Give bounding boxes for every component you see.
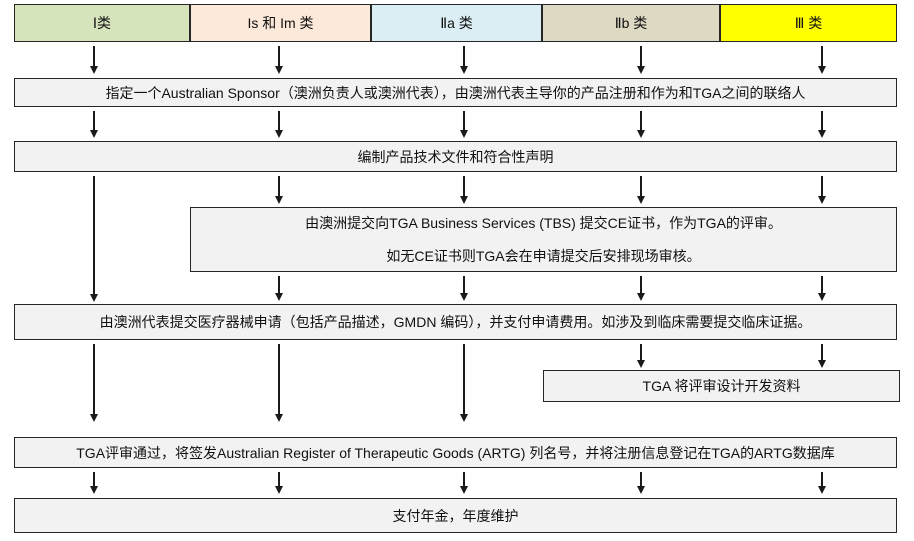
flow-arrow bbox=[463, 176, 465, 196]
flow-arrow bbox=[640, 276, 642, 293]
flow-arrow-class-I-bypass bbox=[93, 176, 95, 294]
flow-arrow bbox=[821, 344, 823, 360]
flow-arrow bbox=[640, 46, 642, 66]
flow-arrow bbox=[640, 176, 642, 196]
flow-arrow bbox=[93, 472, 95, 486]
class-box-I: Ⅰ类 bbox=[14, 4, 190, 42]
flow-arrow bbox=[640, 472, 642, 486]
step-design-review-text: TGA 将评审设计开发资料 bbox=[642, 378, 801, 394]
flow-arrow bbox=[278, 176, 280, 196]
flow-arrow bbox=[640, 111, 642, 130]
flow-arrow bbox=[93, 344, 95, 414]
class-box-III: Ⅲ 类 bbox=[720, 4, 897, 42]
flow-arrow bbox=[821, 176, 823, 196]
step-artg-listing-text: TGA评审通过，将签发Australian Register of Therap… bbox=[76, 444, 835, 461]
step-tech-docs: 编制产品技术文件和符合性声明 bbox=[14, 141, 897, 172]
flow-arrow bbox=[93, 46, 95, 66]
step-annual-fee-text: 支付年金，年度维护 bbox=[392, 507, 519, 524]
flow-arrow bbox=[821, 111, 823, 130]
class-box-IIb: Ⅱb 类 bbox=[542, 4, 720, 42]
step-application: 由澳洲代表提交医疗器械申请（包括产品描述，GMDN 编码），并支付申请费用。如涉… bbox=[14, 304, 897, 340]
flow-arrow bbox=[93, 111, 95, 130]
class-box-IIa: Ⅱa 类 bbox=[371, 4, 542, 42]
class-box-Is-Im: Is 和 Im 类 bbox=[190, 4, 371, 42]
flow-arrow bbox=[278, 111, 280, 130]
flow-arrow bbox=[821, 472, 823, 486]
step-artg-listing: TGA评审通过，将签发Australian Register of Therap… bbox=[14, 437, 897, 468]
step-tbs-line2: 如无CE证书则TGA会在申请提交后安排现场审核。 bbox=[386, 248, 701, 264]
step-tbs-submission: 由澳洲提交向TGA Business Services (TBS) 提交CE证书… bbox=[190, 207, 897, 272]
flow-arrow bbox=[640, 344, 642, 360]
step-sponsor: 指定一个Australian Sponsor（澳洲负责人或澳洲代表），由澳洲代表… bbox=[14, 78, 897, 107]
flow-arrow bbox=[463, 472, 465, 486]
flow-arrow bbox=[463, 276, 465, 293]
step-sponsor-text: 指定一个Australian Sponsor（澳洲负责人或澳洲代表），由澳洲代表… bbox=[105, 84, 806, 101]
flow-arrow bbox=[278, 46, 280, 66]
step-annual-fee: 支付年金，年度维护 bbox=[14, 498, 897, 533]
flow-arrow bbox=[463, 46, 465, 66]
flow-arrow bbox=[463, 344, 465, 414]
flow-arrow bbox=[278, 344, 280, 414]
flow-arrow bbox=[821, 46, 823, 66]
flow-arrow bbox=[278, 276, 280, 293]
flow-arrow bbox=[278, 472, 280, 486]
step-tbs-line1: 由澳洲提交向TGA Business Services (TBS) 提交CE证书… bbox=[305, 215, 782, 231]
step-design-review: TGA 将评审设计开发资料 bbox=[543, 370, 900, 402]
step-application-text: 由澳洲代表提交医疗器械申请（包括产品描述，GMDN 编码），并支付申请费用。如涉… bbox=[99, 314, 812, 330]
step-tech-docs-text: 编制产品技术文件和符合性声明 bbox=[357, 148, 554, 165]
flow-arrow bbox=[821, 276, 823, 293]
flow-arrow bbox=[463, 111, 465, 130]
